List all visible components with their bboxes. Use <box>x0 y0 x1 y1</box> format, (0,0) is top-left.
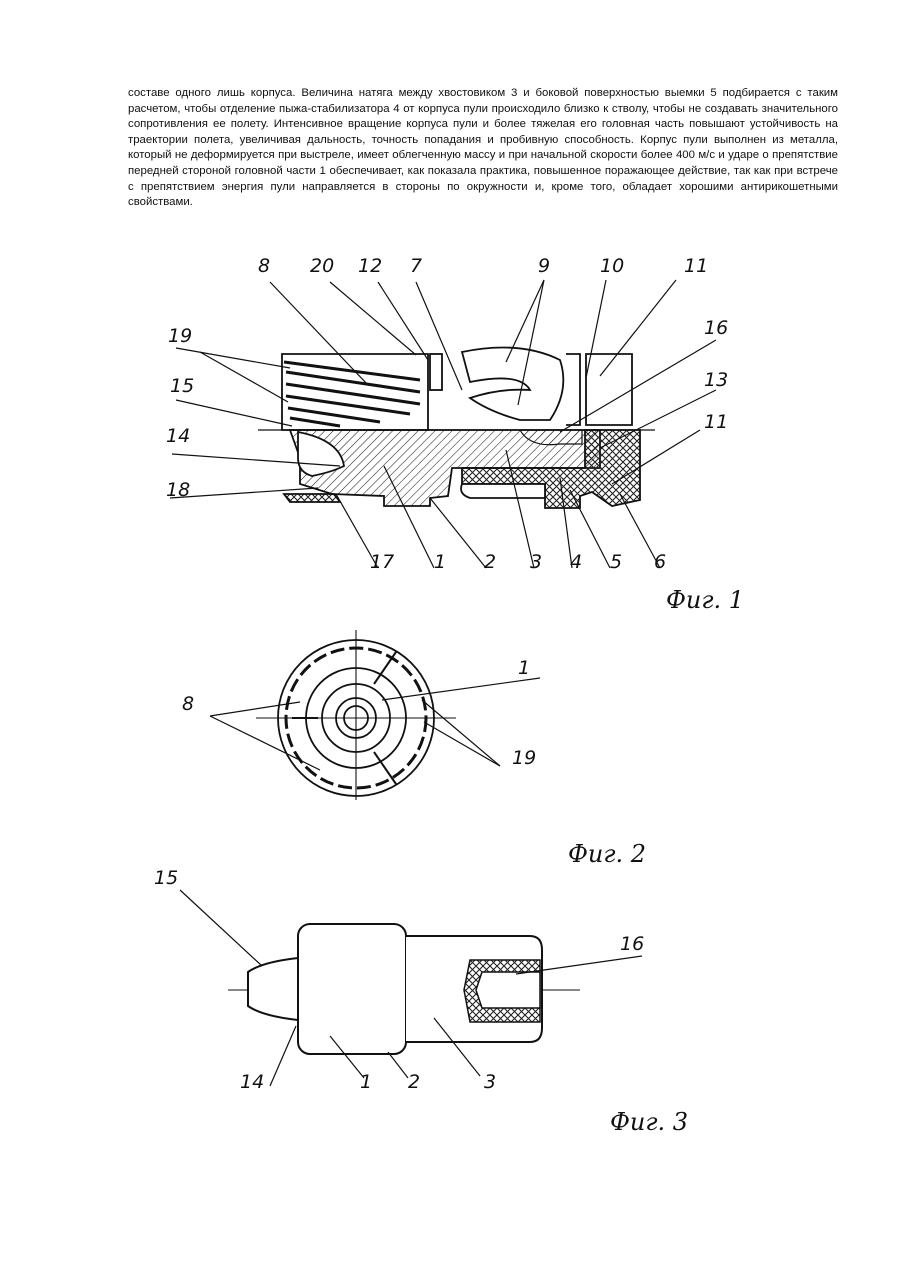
fig3-label-1: 1 <box>360 1071 372 1093</box>
fig1-label-5: 5 <box>610 551 622 573</box>
fig2-label-8: 8 <box>182 693 194 715</box>
figure-1 <box>170 280 716 568</box>
fig3-label-15: 15 <box>154 867 178 889</box>
fig1-label-6: 6 <box>654 551 666 573</box>
figure-2-labels: 8 1 19 Фиг. 2 <box>182 657 646 868</box>
fig1-label-7: 7 <box>410 255 422 277</box>
fig1-label-4: 4 <box>570 551 582 573</box>
fig1-caption: Фиг. 1 <box>666 586 744 614</box>
fig1-label-18: 18 <box>166 479 190 501</box>
fig1-label-1: 1 <box>434 551 446 573</box>
fig1-label-16: 16 <box>704 317 728 339</box>
fig1-label-17: 17 <box>370 551 394 573</box>
fig1-label-14: 14 <box>166 425 190 447</box>
fig2-label-1: 1 <box>518 657 530 679</box>
fig2-label-19: 19 <box>512 747 536 769</box>
fig2-caption: Фиг. 2 <box>568 840 646 868</box>
fig1-label-13: 13 <box>704 369 728 391</box>
fig1-label-12: 12 <box>358 255 382 277</box>
fig3-label-14: 14 <box>240 1071 264 1093</box>
figure-2 <box>210 630 540 800</box>
fig1-label-11: 11 <box>704 411 728 433</box>
fig3-label-16: 16 <box>620 933 644 955</box>
fig3-caption: Фиг. 3 <box>610 1108 688 1136</box>
fig1-label-8: 8 <box>258 255 270 277</box>
fig1-label-3: 3 <box>530 551 542 573</box>
fig1-label-2: 2 <box>484 551 496 573</box>
fig1-label-19: 19 <box>168 325 192 347</box>
fig3-label-3: 3 <box>484 1071 496 1093</box>
fig3-label-2: 2 <box>408 1071 420 1093</box>
fig1-label-15: 15 <box>170 375 194 397</box>
fig1-label-11-top: 11 <box>684 255 708 277</box>
fig1-label-10: 10 <box>600 255 624 277</box>
figure-3 <box>180 890 642 1086</box>
fig1-label-20: 20 <box>310 255 334 277</box>
fig1-label-9: 9 <box>538 255 550 277</box>
